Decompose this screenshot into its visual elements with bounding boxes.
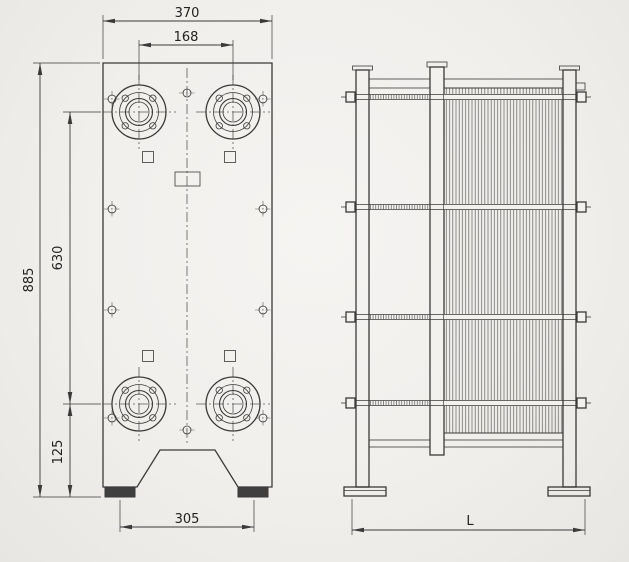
bar-fixing-bolt bbox=[575, 82, 586, 91]
support-column bbox=[562, 69, 577, 488]
edge-bolt-holes bbox=[104, 88, 271, 435]
dimension-foot-width: 305 bbox=[119, 500, 255, 532]
side-view-dimensions: L bbox=[351, 499, 586, 535]
dim-label-885: 885 bbox=[22, 268, 37, 293]
side-foot-left bbox=[343, 486, 387, 497]
pressure-plate-cap bbox=[426, 61, 448, 68]
square-fittings bbox=[142, 151, 236, 362]
tie-bolt-1 bbox=[341, 91, 591, 103]
top-carrying-bar bbox=[368, 78, 564, 89]
side-foot-right bbox=[547, 486, 591, 497]
dimension-length: L bbox=[351, 499, 586, 535]
tie-bolt-3 bbox=[341, 311, 591, 323]
dimension-overall-height: 885 bbox=[22, 62, 101, 498]
dim-label-370: 370 bbox=[175, 6, 200, 21]
port-flange-bottom-left bbox=[102, 367, 176, 441]
foot-pad-left bbox=[104, 486, 136, 498]
port-flange-bottom-right bbox=[196, 367, 270, 441]
port-flange-top-left bbox=[102, 75, 176, 149]
pressure-plate bbox=[429, 66, 445, 456]
front-view bbox=[102, 62, 273, 498]
dimension-port-spacing-h: 168 bbox=[138, 30, 234, 80]
tie-bolt-4 bbox=[341, 397, 591, 409]
dim-label-630: 630 bbox=[51, 246, 66, 271]
dim-label-168: 168 bbox=[174, 30, 199, 45]
foot-pad-right bbox=[237, 486, 269, 498]
nameplate bbox=[174, 171, 201, 187]
support-column-cap bbox=[559, 65, 580, 71]
port-flange-top-right bbox=[196, 75, 270, 149]
fixed-frame-plate-cap bbox=[352, 65, 373, 71]
tie-bolt-2 bbox=[341, 201, 591, 213]
front-view-dimensions: 370 168 885 630 125 bbox=[22, 6, 273, 532]
side-view bbox=[341, 61, 591, 497]
fixed-frame-plate bbox=[355, 69, 370, 488]
dimension-port-to-base: 125 bbox=[51, 404, 73, 497]
dim-label-L: L bbox=[466, 514, 474, 529]
bottom-guide-bar bbox=[368, 439, 564, 448]
plate-pack bbox=[443, 87, 564, 434]
dim-label-305: 305 bbox=[175, 512, 200, 527]
dimension-port-spacing-v: 630 bbox=[51, 111, 101, 405]
dimension-overall-width: 370 bbox=[102, 6, 273, 59]
dim-label-125: 125 bbox=[51, 440, 66, 465]
